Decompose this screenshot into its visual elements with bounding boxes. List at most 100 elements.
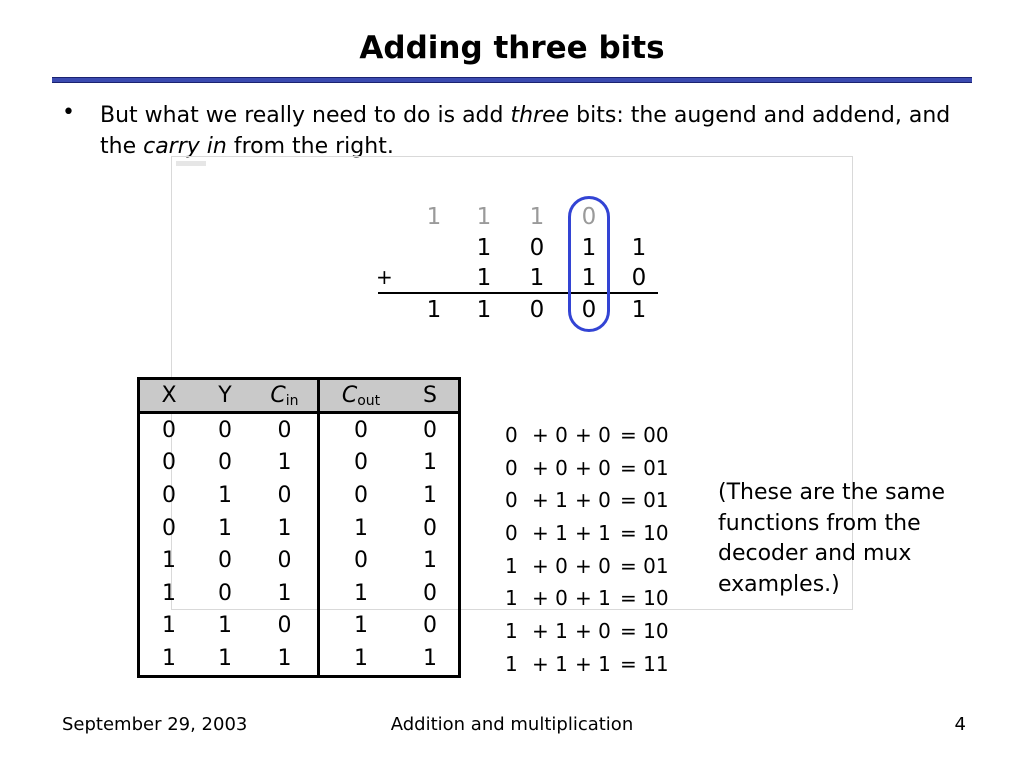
eq-result: = 11 bbox=[620, 651, 669, 676]
equation-list: 0+ 0+ 0= 00 0+ 0+ 0= 01 0+ 1+ 0= 01 0+ 1… bbox=[505, 419, 675, 681]
eq-y: + 1 bbox=[532, 619, 568, 644]
table-cell: 0 bbox=[218, 450, 232, 476]
table-cell: 0 bbox=[252, 544, 320, 577]
table-cell: 0 bbox=[162, 450, 176, 476]
eq-x: 0 bbox=[505, 488, 518, 513]
eq-result: = 10 bbox=[620, 586, 669, 611]
table-cell: 0 bbox=[354, 417, 368, 443]
table-cell: 1 bbox=[252, 642, 320, 677]
bullet-text-part3: from the right. bbox=[226, 134, 394, 159]
header-main: X bbox=[161, 383, 177, 408]
header-x: X bbox=[138, 378, 198, 414]
highlight-oval bbox=[568, 196, 610, 332]
eq-cin: + 0 bbox=[575, 619, 611, 644]
bullet-marker: • bbox=[62, 100, 75, 125]
eq-y: + 0 bbox=[532, 586, 568, 611]
eq-x: 1 bbox=[505, 586, 518, 611]
carry-digit: 1 bbox=[476, 204, 492, 230]
sum-line bbox=[378, 292, 658, 294]
footer-topic: Addition and multiplication bbox=[390, 714, 634, 735]
eq-y: + 0 bbox=[532, 423, 568, 447]
eq-result: = 01 bbox=[620, 553, 669, 578]
table-cell: 1 bbox=[252, 446, 320, 480]
bullet-emphasis-carry-in: carry in bbox=[143, 134, 227, 159]
table-cell: 0 bbox=[252, 479, 320, 512]
equation-row: 1 + 0 + 1 = 10 bbox=[505, 582, 675, 615]
table-cell: 0 bbox=[423, 580, 437, 606]
header-c-in: Cin bbox=[252, 378, 320, 414]
footer-page-number: 4 bbox=[954, 714, 966, 735]
sum-digit: 1 bbox=[426, 297, 442, 323]
embedded-object-tag bbox=[176, 161, 206, 166]
table-cell: 1 bbox=[252, 576, 320, 610]
eq-result: = 01 bbox=[620, 488, 669, 513]
carry-digit: 1 bbox=[426, 204, 442, 230]
eq-y: + 0 bbox=[532, 553, 568, 578]
eq-cin: + 0 bbox=[575, 455, 611, 480]
eq-x: 1 bbox=[505, 651, 518, 676]
eq-x: 0 bbox=[505, 455, 518, 480]
eq-result: = 10 bbox=[620, 521, 669, 546]
equation-row: 0+ 1+ 1= 10 bbox=[505, 517, 675, 550]
table-cell: 1 bbox=[354, 645, 368, 671]
eq-cin: + 1 bbox=[575, 586, 611, 611]
title-underline bbox=[52, 77, 972, 83]
table-cell: 0 bbox=[218, 580, 232, 606]
equation-row: 1+ 1+ 1= 11 bbox=[505, 648, 675, 681]
table-cell: 0 bbox=[252, 609, 320, 643]
plus-sign: + bbox=[376, 265, 393, 289]
table-cell: 0 bbox=[423, 515, 437, 541]
equation-row: 0+ 1+ 0= 01 bbox=[505, 484, 675, 517]
table-cell: 1 bbox=[218, 515, 232, 541]
header-y: Y bbox=[198, 378, 252, 414]
eq-x: 1 bbox=[505, 553, 518, 578]
side-note: (These are the same functions from the d… bbox=[718, 480, 946, 597]
bullet-emphasis-three: three bbox=[510, 103, 570, 128]
table-cell: 0 bbox=[162, 515, 176, 541]
table-cell: 1 bbox=[218, 613, 232, 639]
table-cell: 1 bbox=[162, 613, 176, 639]
eq-x: 0 bbox=[505, 423, 518, 447]
table-cell: 0 bbox=[218, 548, 232, 574]
sum-digit: 0 bbox=[529, 297, 545, 323]
augend-digit: 1 bbox=[581, 235, 597, 261]
header-subscript: out bbox=[357, 392, 381, 409]
table-cell: 1 bbox=[354, 613, 368, 639]
header-main: Y bbox=[218, 383, 232, 408]
footer-date: September 29, 2003 bbox=[62, 714, 248, 735]
eq-x: 1 bbox=[505, 619, 518, 644]
eq-y: + 1 bbox=[532, 488, 568, 513]
addend-digit: 1 bbox=[476, 265, 492, 291]
header-main: C bbox=[341, 382, 358, 408]
table-cell: 0 bbox=[423, 613, 437, 639]
eq-result: = 10 bbox=[620, 619, 669, 644]
augend-digit: 0 bbox=[529, 235, 545, 261]
eq-cin: + 1 bbox=[575, 521, 611, 546]
table-cell: 0 bbox=[162, 482, 176, 508]
table-cell: 1 bbox=[423, 482, 437, 508]
bullet-text: But what we really need to do is add thr… bbox=[100, 100, 980, 162]
truth-table-header-row: X Y Cin Cout S bbox=[138, 378, 460, 414]
augend-digit: 1 bbox=[631, 235, 647, 261]
carry-digit: 1 bbox=[529, 204, 545, 230]
header-main: S bbox=[423, 383, 437, 408]
table-cell: 0 bbox=[354, 548, 368, 574]
table-cell: 1 bbox=[218, 482, 232, 508]
header-c-out: Cout bbox=[318, 378, 402, 414]
table-cell: 1 bbox=[423, 645, 437, 671]
table-cell: 1 bbox=[423, 548, 437, 574]
eq-cin: + 1 bbox=[575, 651, 611, 676]
eq-cin: + 0 bbox=[575, 553, 611, 578]
equation-row: 1 + 1 + 0 = 10 bbox=[505, 615, 675, 648]
addend-digit: 1 bbox=[529, 265, 545, 291]
eq-y: + 0 bbox=[532, 455, 568, 480]
table-cell: 0 bbox=[162, 417, 176, 443]
table-cell: 1 bbox=[162, 580, 176, 606]
